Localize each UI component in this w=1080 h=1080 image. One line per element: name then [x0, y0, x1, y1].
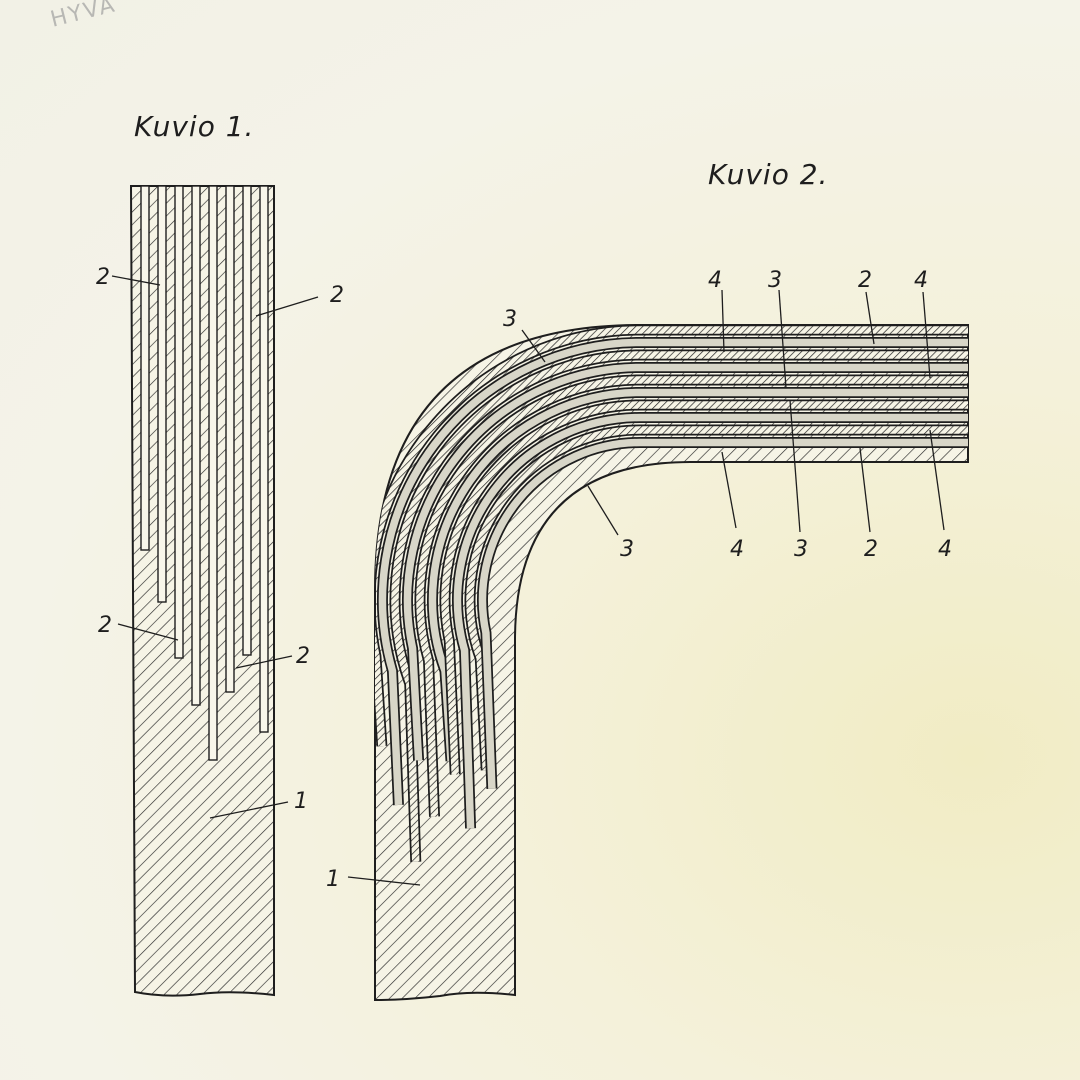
figure-2-layers: [375, 325, 968, 862]
figure-1-label-fiber-a: 2: [96, 265, 110, 290]
figure-1-fiber: [191, 185, 201, 706]
figure-1-fibers: [140, 185, 269, 761]
figure-2-label-bot-3: 3: [794, 537, 808, 562]
figure-1-label-fiber-d: 2: [296, 644, 310, 669]
figure-1-fiber: [140, 185, 150, 551]
figure-1-fiber: [174, 185, 184, 659]
figure-2-label-top-2: 2: [858, 268, 872, 293]
figure-2-layer: [391, 351, 968, 862]
figure-2-caption: Kuvio 2.: [708, 158, 829, 191]
figure-2-layer: [378, 338, 968, 806]
figure-2-layer: [453, 413, 968, 829]
figure-1-fiber: [225, 185, 235, 693]
figure-2-layer: [441, 401, 968, 775]
figure-2-label-top-4b: 4: [914, 268, 928, 293]
figure-2-leaders: [347, 289, 945, 886]
figure-1-leaders: [111, 275, 319, 819]
figure-2-layer: [478, 438, 968, 789]
figure-1-fiber: [208, 185, 218, 761]
figure-1: 2 2 2 2 1: [96, 185, 344, 997]
figure-2-label-inner-layer: 3: [620, 537, 634, 562]
figure-1-fiber: [259, 185, 269, 733]
figure-1-label-fiber-b: 2: [330, 283, 344, 308]
figure-1-matrix: [129, 185, 275, 997]
figure-2-layer: [375, 326, 968, 747]
figure-1-label-fiber-c: 2: [98, 613, 112, 638]
figure-2-layer: [403, 363, 968, 761]
figure-2-label-bot-2: 2: [864, 537, 878, 562]
figure-2-label-top-3: 3: [768, 268, 782, 293]
figure-2: 3 4 3 2 4 3 4 3 2 4 1: [326, 268, 969, 1002]
figure-1-fiber: [157, 185, 167, 603]
figure-2-label-matrix: 1: [326, 867, 340, 892]
figure-2-label-top-4a: 4: [708, 268, 722, 293]
figure-1-fiber: [242, 185, 252, 656]
figure-2-label-outer-layer: 3: [503, 307, 517, 332]
figure-2-label-bot-4a: 4: [730, 537, 744, 562]
figure-2-layer: [466, 426, 968, 771]
figure-1-caption: Kuvio 1.: [134, 110, 255, 143]
figure-1-label-matrix: 1: [294, 789, 308, 814]
figure-2-layer: [416, 376, 968, 817]
figure-2-label-bot-4b: 4: [938, 537, 952, 562]
figure-2-layer: [428, 388, 968, 762]
